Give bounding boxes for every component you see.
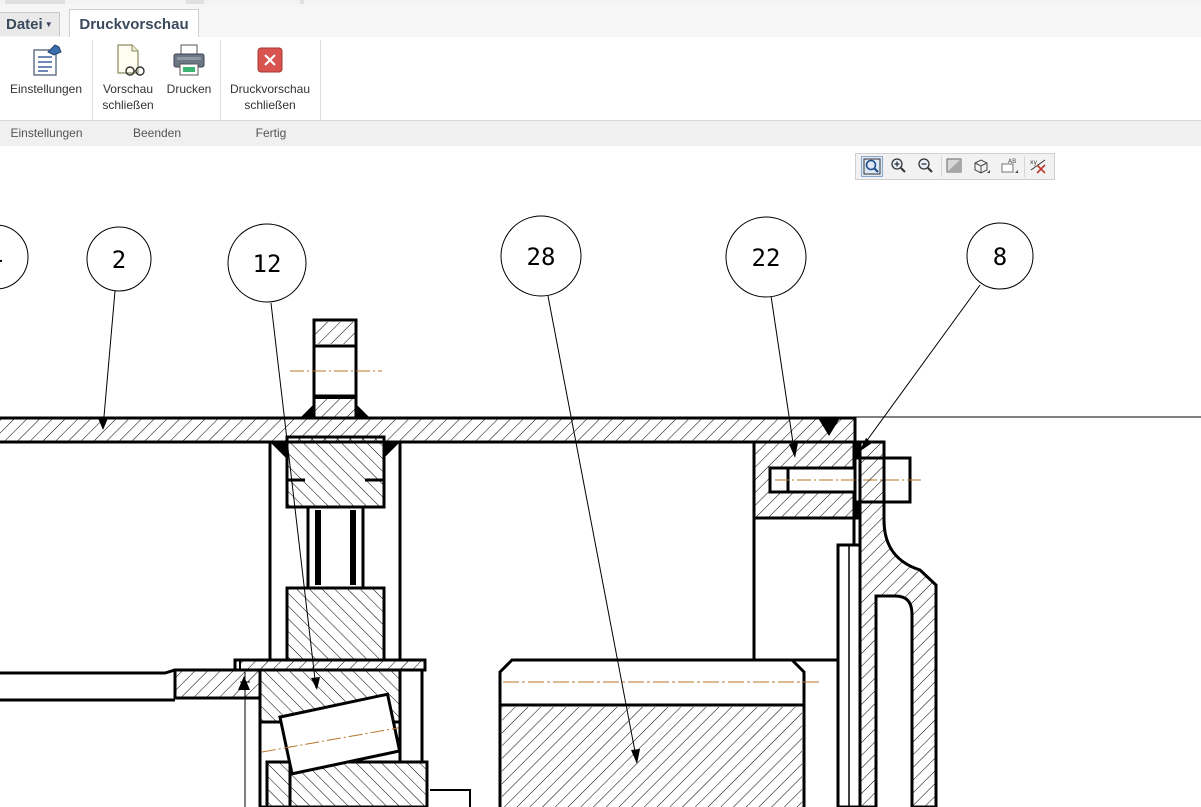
zoom-in-icon <box>891 158 906 173</box>
file-tab[interactable]: Datei▼ <box>0 12 60 36</box>
group-separator <box>320 40 321 145</box>
print-preview-canvas[interactable]: 4 2 12 28 22 8 <box>0 146 1201 807</box>
group-label-beenden: Beenden <box>132 126 182 140</box>
technical-drawing: 4 2 12 28 22 8 <box>0 215 1201 807</box>
top-strip-segment <box>5 0 65 4</box>
annotation-view-button[interactable]: AB <box>999 156 1021 177</box>
print-button-label: Drucken <box>166 82 212 96</box>
hide-dimensions-button[interactable]: xy <box>1028 156 1050 177</box>
close-print-preview-label-1: Druckvorschau <box>229 82 311 96</box>
balloon-12: 12 <box>227 223 307 303</box>
balloon-label: 28 <box>527 243 556 271</box>
balloon-4: 4 <box>0 224 29 290</box>
balloon-8: 8 <box>966 222 1034 290</box>
balloon-2: 2 <box>86 226 152 292</box>
balloon-label: 4 <box>0 244 3 272</box>
cube-view-button[interactable] <box>971 156 993 177</box>
printer-icon <box>173 44 205 76</box>
shaded-view-button[interactable] <box>944 156 966 177</box>
document-glasses-icon <box>117 44 145 76</box>
close-icon <box>257 47 283 73</box>
close-preview-label-1: Vorschau <box>102 82 154 96</box>
svg-text:xy: xy <box>1030 159 1038 166</box>
zoom-fit-button[interactable] <box>861 156 883 177</box>
window-top-strip <box>0 0 1201 4</box>
close-preview-label-2: schließen <box>102 98 154 112</box>
shaded-view-icon <box>946 158 962 173</box>
top-strip-segment <box>186 0 204 4</box>
balloon-label: 12 <box>253 250 282 278</box>
group-label-fertig: Fertig <box>255 126 287 140</box>
cube-view-icon <box>974 159 990 174</box>
plate-section <box>0 416 857 444</box>
close-print-preview-button[interactable]: Druckvorschau schließen <box>226 43 314 113</box>
group-label-einstellungen: Einstellungen <box>10 126 83 140</box>
ribbon-group-labels: Einstellungen Beenden Fertig <box>0 120 1201 147</box>
toolbar-separator <box>941 156 942 177</box>
zoom-in-button[interactable] <box>889 156 911 177</box>
chevron-down-icon: ▼ <box>44 20 53 30</box>
balloon-22: 22 <box>725 216 807 298</box>
zoom-out-icon <box>918 158 933 173</box>
settings-button[interactable]: Einstellungen <box>6 43 86 97</box>
settings-button-label: Einstellungen <box>9 82 83 96</box>
tab-druckvorschau[interactable]: Druckvorschau <box>69 9 199 42</box>
toolbar-separator <box>1024 156 1025 177</box>
balloon-label: 22 <box>752 244 781 272</box>
preview-view-toolbar: AB xy <box>855 153 1055 180</box>
annotation-view-icon: AB <box>1001 158 1018 173</box>
top-strip-segment <box>300 0 304 4</box>
close-preview-button[interactable]: Vorschau schließen <box>99 43 157 113</box>
zoom-fit-icon <box>863 158 881 175</box>
group-separator <box>220 40 221 145</box>
settings-icon <box>33 44 62 76</box>
zoom-out-button[interactable] <box>916 156 938 177</box>
svg-text:AB: AB <box>1008 158 1016 165</box>
print-button[interactable]: Drucken <box>163 43 215 97</box>
ribbon-tab-bar: Datei▼ Druckvorschau <box>0 4 1201 42</box>
ribbon-panel: Einstellungen Vorschau schließen Drucken… <box>0 37 1201 120</box>
group-separator <box>92 40 93 145</box>
tab-label: Druckvorschau <box>79 16 189 33</box>
file-tab-label: Datei <box>6 16 43 33</box>
close-print-preview-label-2: schließen <box>244 98 296 112</box>
balloon-label: 8 <box>993 243 1007 271</box>
hide-dimensions-icon: xy <box>1030 159 1046 174</box>
balloon-28: 28 <box>500 215 582 297</box>
balloon-label: 2 <box>112 246 126 274</box>
